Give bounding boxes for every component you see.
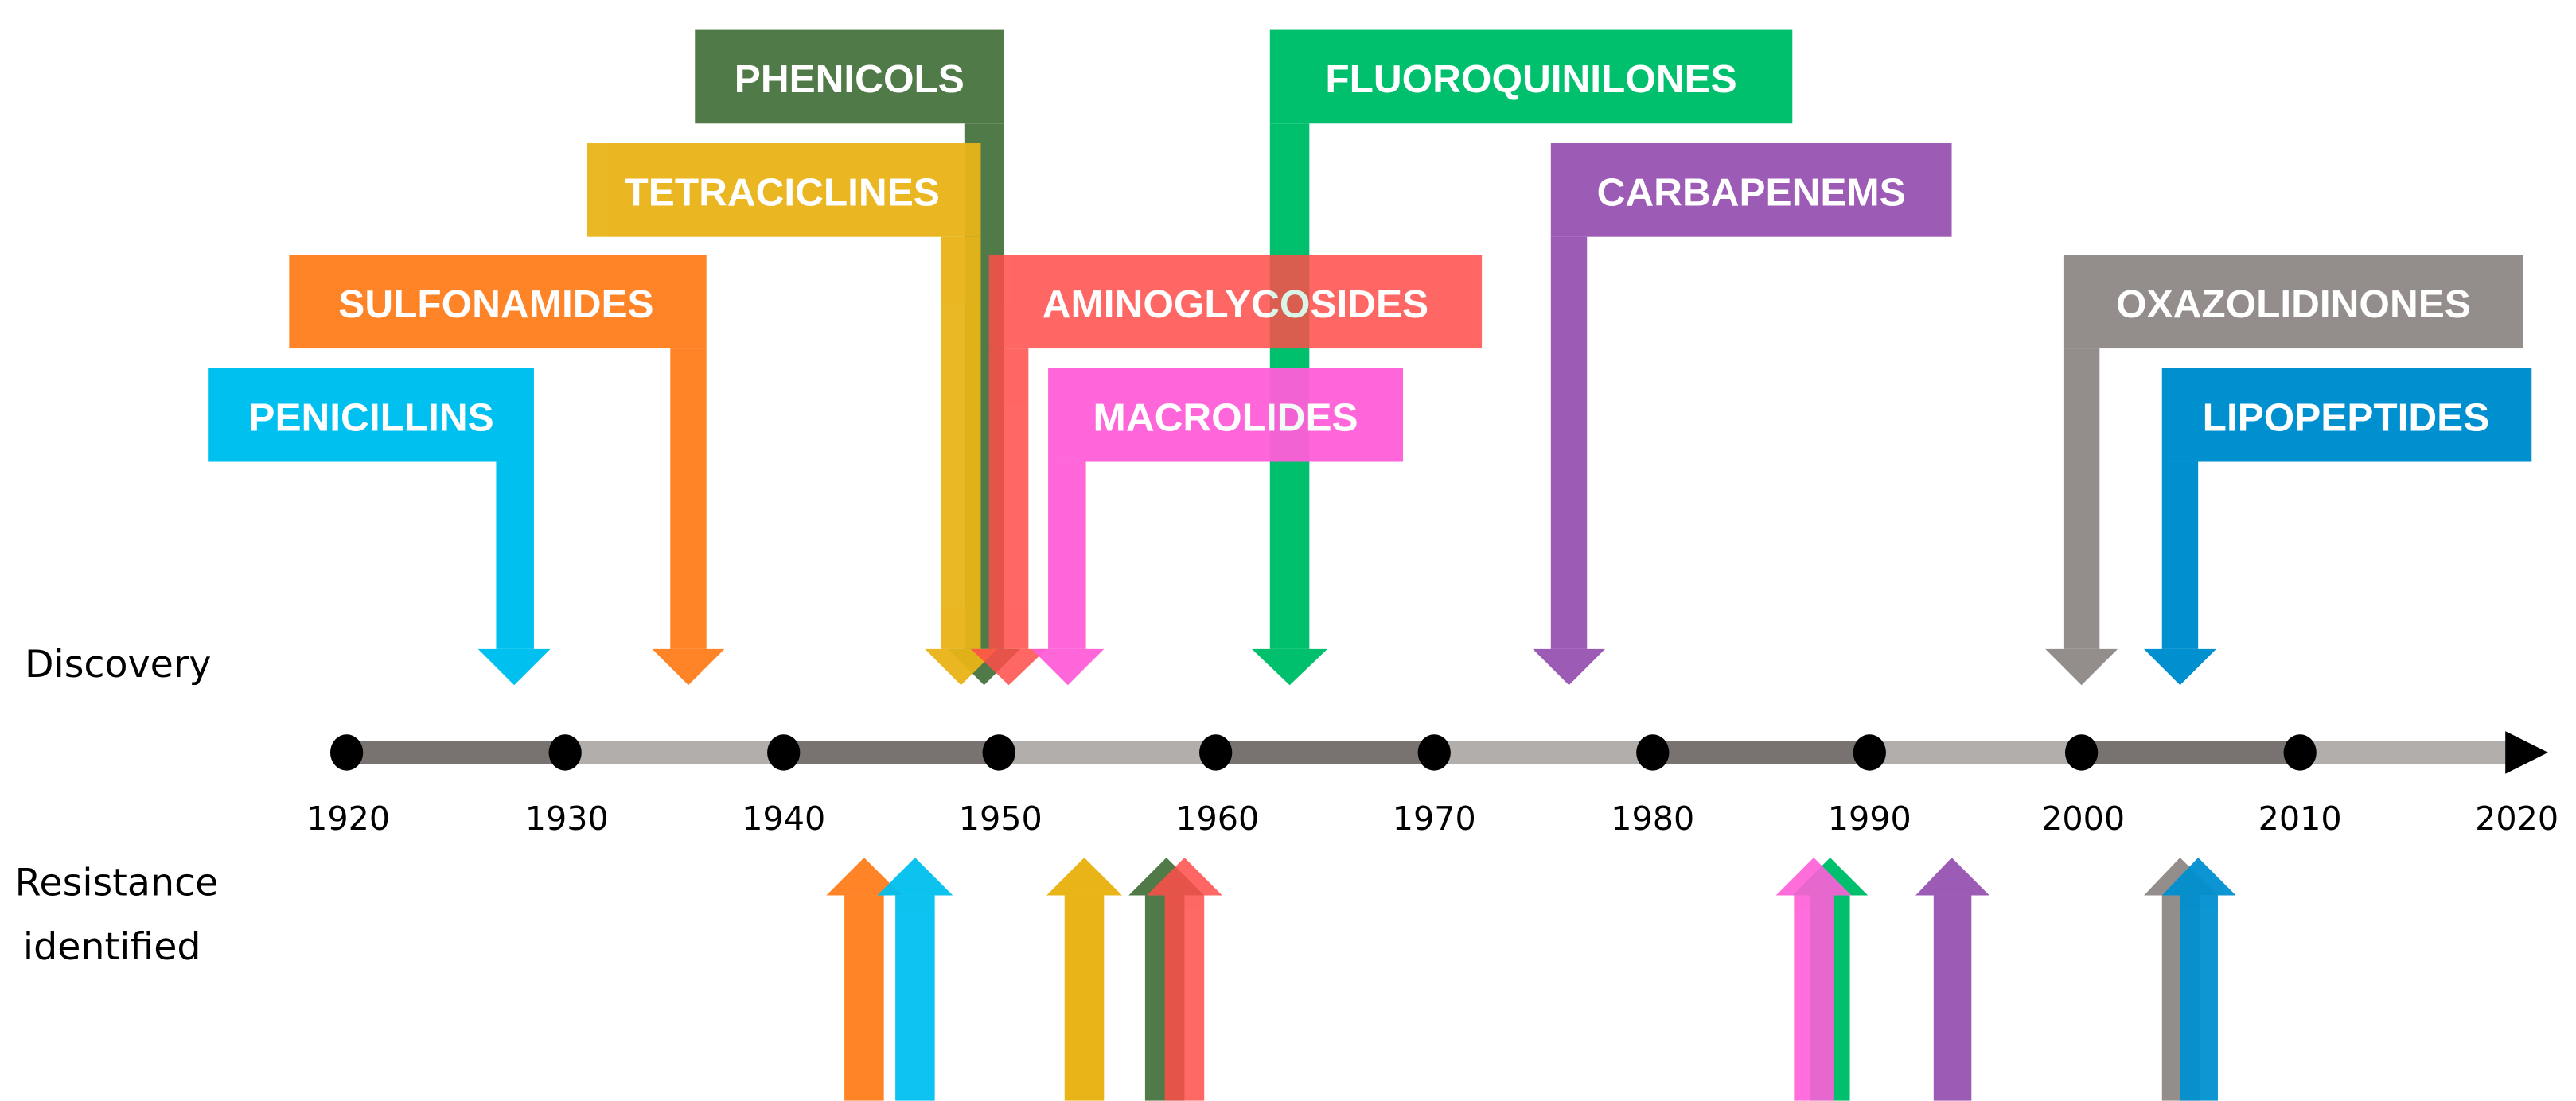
class-lipopeptides: LIPOPEPTIDES	[2144, 368, 2532, 686]
year-1950: 1950	[959, 799, 1042, 838]
year-1970: 1970	[1393, 799, 1476, 838]
year-1940: 1940	[742, 799, 825, 838]
resistance-tetraciclines	[1046, 858, 1122, 1101]
row-label-resistance-line2: identified	[23, 925, 201, 969]
resistance-carbapenems	[1915, 858, 1990, 1101]
resistance-penicillins	[877, 858, 953, 1101]
class-tetraciclines: TETRACICLINES	[586, 143, 998, 686]
resistance-aminoglycosides	[1146, 858, 1222, 1101]
class-aminoglycosides: AMINOGLYCOSIDES	[971, 255, 1483, 686]
resistance-lipopeptides	[2161, 858, 2236, 1101]
class-fluoroquinilones: FLUOROQUINILONES	[1252, 29, 1793, 686]
class-sulfonamides: SULFONAMIDES	[289, 255, 725, 686]
label-macrolides: MACROLIDES	[1093, 395, 1358, 439]
year-1930: 1930	[525, 799, 609, 838]
label-carbapenems: CARBAPENEMS	[1597, 170, 1906, 214]
year-1960: 1960	[1175, 799, 1259, 838]
year-1990: 1990	[1828, 799, 1912, 838]
year-2010: 2010	[2258, 799, 2342, 838]
resistance-macrolides	[1775, 858, 1852, 1101]
label-aminoglycosides: AMINOGLYCOSIDES	[1042, 282, 1428, 326]
axis-arrowhead-icon	[2505, 731, 2548, 774]
year-2020: 2020	[2475, 799, 2558, 838]
class-carbapenems: CARBAPENEMS	[1533, 143, 1952, 686]
year-1920: 1920	[306, 799, 390, 838]
year-1980: 1980	[1611, 799, 1694, 838]
label-lipopeptides: LIPOPEPTIDES	[2203, 395, 2490, 439]
class-penicillins: PENICILLINS	[208, 368, 551, 686]
label-tetraciclines: TETRACICLINES	[625, 170, 940, 214]
resistance-sulfonamides	[826, 858, 902, 1101]
class-macrolides: MACROLIDES	[1031, 368, 1404, 686]
resistance-arrows	[826, 858, 2236, 1101]
year-2000: 2000	[2041, 799, 2125, 838]
label-sulfonamides: SULFONAMIDES	[338, 282, 653, 326]
label-phenicols: PHENICOLS	[735, 57, 965, 101]
label-fluoroquinilones: FLUOROQUINILONES	[1325, 57, 1736, 101]
row-label-resistance-line1: Resistance	[15, 862, 219, 905]
axis-tick-dots	[329, 734, 2317, 771]
label-penicillins: PENICILLINS	[248, 395, 493, 439]
row-label-discovery: Discovery	[25, 643, 212, 687]
timeline-axis	[329, 731, 2548, 774]
class-oxazolidinones: OXAZOLIDINONES	[2045, 255, 2523, 686]
year-labels: 1920 1930 1940 1950 1960 1970 1980 1990 …	[306, 799, 2558, 838]
label-oxazolidinones: OXAZOLIDINONES	[2116, 282, 2471, 326]
